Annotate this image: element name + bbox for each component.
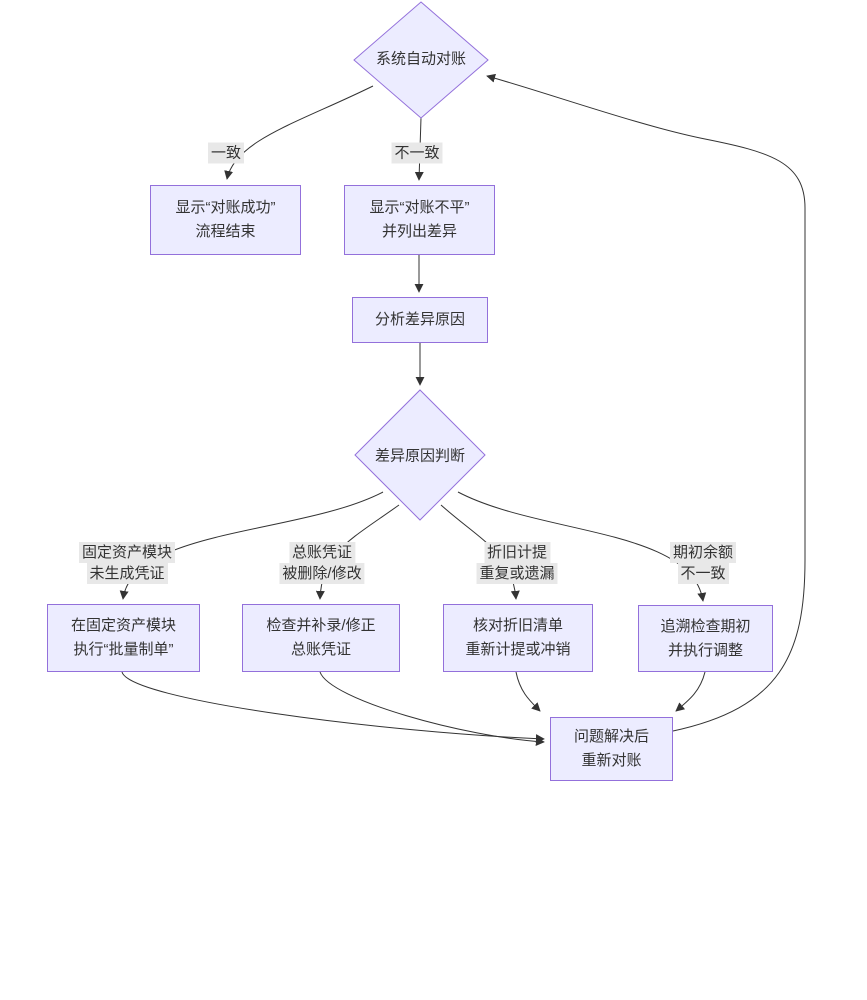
edge-gl-to-redo [319, 671, 545, 746]
node-text-line: 重新对账 [581, 752, 642, 769]
node-depr-check: 核对折旧清单 重新计提或冲销 [443, 604, 593, 672]
node-text-line: 问题解决后 [573, 728, 649, 745]
node-analyze: 分析差异原因 [352, 297, 488, 343]
node-text-line: 显示“对账不平” [369, 199, 470, 216]
node-show-success: 显示“对账成功” 流程结束 [150, 185, 301, 255]
node-gl-fix: 检查并补录/修正 总账凭证 [242, 604, 400, 672]
edge-label-text: 重复或遗漏 [476, 563, 558, 584]
edge-match [224, 85, 374, 180]
edge-label-text: 未生成凭证 [86, 563, 168, 584]
edge-label-opening-diff: 期初余额 不一致 [669, 542, 737, 584]
edge-label-match: 一致 [207, 142, 245, 164]
node-text-line: 显示“对账成功” [175, 199, 276, 216]
edge-fa-to-redo [121, 671, 545, 744]
edge-opening-to-redo [675, 671, 706, 712]
node-text-line: 检查并补录/修正 [266, 617, 376, 634]
node-text-line: 分析差异原因 [374, 311, 465, 328]
edge-label-text: 折旧计提 [483, 542, 551, 563]
edge-label-mismatch: 不一致 [391, 142, 443, 164]
edge-depr-to-redo [515, 671, 541, 712]
node-text-line: 重新计提或冲销 [465, 641, 571, 658]
edge-label-text: 总账凭证 [288, 542, 356, 563]
node-text-line: 总账凭证 [290, 641, 351, 658]
decision-judge-shape [354, 389, 486, 521]
node-show-unbalanced: 显示“对账不平” 并列出差异 [344, 185, 495, 255]
edge-redo-loop [486, 73, 806, 732]
decision-judge-label: 差异原因判断 [374, 447, 466, 465]
node-opening-adjust: 追溯检查期初 并执行调整 [638, 605, 773, 672]
decision-auto-reconcile-shape [353, 1, 489, 119]
edge-label-text: 一致 [207, 142, 245, 164]
node-text-line: 流程结束 [195, 223, 256, 240]
node-fa-batch: 在固定资产模块 执行“批量制单” [47, 604, 200, 672]
edge-label-text: 固定资产模块 [78, 542, 176, 563]
edge-label-text: 不一致 [677, 563, 729, 584]
node-text-line: 在固定资产模块 [70, 617, 176, 634]
edge-label-gl-deleted: 总账凭证 被删除/修改 [279, 542, 365, 584]
edge-label-depr-dup: 折旧计提 重复或遗漏 [476, 542, 558, 584]
node-text-line: 执行“批量制单” [73, 641, 174, 658]
edge-label-fa-no-voucher: 固定资产模块 未生成凭证 [78, 542, 176, 584]
edge-label-text: 期初余额 [669, 542, 737, 563]
node-text-line: 并执行调整 [667, 641, 743, 659]
node-redo-reconcile: 问题解决后 重新对账 [550, 717, 673, 781]
edge-label-text: 不一致 [391, 142, 443, 164]
node-text-line: 追溯检查期初 [660, 617, 751, 635]
decision-auto-reconcile-label: 系统自动对账 [375, 50, 467, 68]
node-text-line: 并列出差异 [381, 223, 457, 240]
node-text-line: 核对折旧清单 [472, 617, 563, 634]
edge-label-text: 被删除/修改 [279, 563, 365, 584]
